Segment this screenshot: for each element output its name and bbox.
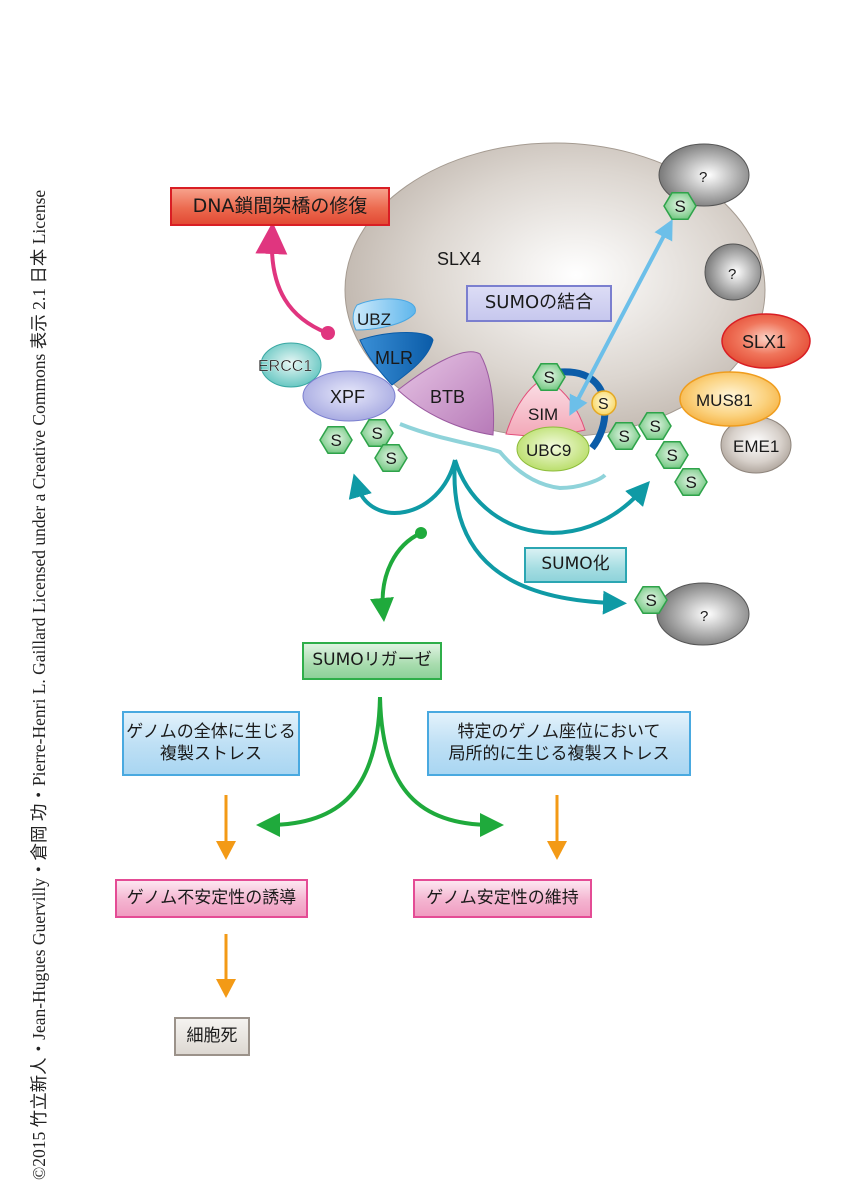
unknown-protein-bottom-label: ? bbox=[700, 608, 708, 625]
sumo-slx4-4-label: S bbox=[686, 473, 697, 492]
xpf-protein bbox=[302, 370, 396, 422]
sumo-ligase-arrow bbox=[370, 531, 422, 622]
unknown-protein-top bbox=[658, 143, 750, 207]
sumo-ligase-label: SUMOリガーゼ bbox=[312, 650, 432, 671]
sim-label: SIM bbox=[528, 405, 558, 424]
sumo-slx4-1 bbox=[607, 422, 641, 450]
sumo-binding-box: SUMOの結合 bbox=[466, 285, 612, 322]
sumo-on-unknown-bottom bbox=[634, 586, 668, 614]
sumo-yellow-label: S bbox=[598, 396, 609, 413]
ubz-domain bbox=[352, 298, 416, 331]
genome-instability-label: ゲノム不安定性の誘導 bbox=[126, 887, 297, 908]
sumo-on-unknown-bottom-label: S bbox=[646, 591, 657, 610]
global-stress-box: ゲノムの全体に生じる 複製ストレス bbox=[122, 711, 300, 776]
stability-arrowhead bbox=[547, 841, 567, 860]
global-stress-arrow bbox=[256, 696, 382, 837]
ubc9-label: UBC9 bbox=[526, 441, 571, 460]
mlr-domain bbox=[359, 332, 434, 386]
unknown-protein-bottom bbox=[656, 582, 750, 646]
sumo-binding-label: SUMOの結合 bbox=[484, 292, 594, 314]
icl-repair-arrow-origin bbox=[321, 326, 335, 340]
genome-stability-box: ゲノム安定性の維持 bbox=[413, 879, 592, 918]
cell-death-box: 細胞死 bbox=[174, 1017, 250, 1056]
unknown-protein-middle bbox=[704, 243, 762, 301]
local-stress-line1: 特定のゲノム座位において bbox=[457, 722, 661, 743]
xpf-label: XPF bbox=[330, 387, 365, 407]
sumo-on-sim-label: S bbox=[544, 368, 555, 387]
sumo-slx4-2 bbox=[638, 412, 672, 440]
sumo-xpf-2-label: S bbox=[372, 424, 383, 443]
local-stress-box: 特定のゲノム座位において 局所的に生じる複製ストレス bbox=[427, 711, 691, 776]
sumo-on-sim bbox=[532, 363, 566, 391]
global-stress-line1: ゲノムの全体に生じる bbox=[126, 722, 296, 743]
btb-domain bbox=[397, 351, 495, 436]
sumo-on-unknown-top-label: S bbox=[675, 197, 686, 216]
local-stress-line2: 局所的に生じる複製ストレス bbox=[448, 743, 670, 764]
sumoylation-arrow-unknown bbox=[452, 459, 627, 615]
icl-repair-arrow bbox=[255, 222, 328, 335]
sumo-on-unknown-top bbox=[663, 192, 697, 220]
mus81-protein bbox=[679, 371, 781, 427]
cell-death-arrowhead bbox=[216, 979, 236, 998]
icl-repair-box: DNA鎖間架橋の修復 bbox=[170, 187, 390, 226]
mlr-label: MLR bbox=[375, 348, 413, 368]
sumoylation-label: SUMO化 bbox=[541, 554, 610, 575]
sumo-ligase-arrow-origin bbox=[415, 527, 427, 539]
local-stress-arrow bbox=[378, 696, 504, 837]
sumo-slx4-1-label: S bbox=[619, 427, 630, 446]
ubz-label: UBZ bbox=[357, 310, 391, 329]
ubc9-protein bbox=[516, 426, 590, 472]
sumo-binding-arrow bbox=[569, 219, 673, 416]
sumoylation-arrow-slx4 bbox=[453, 459, 650, 535]
sumoylation-box: SUMO化 bbox=[524, 547, 627, 583]
sumo-xpf-3 bbox=[374, 444, 408, 472]
sumo-slx4-4 bbox=[674, 468, 708, 496]
slx4-interaction-arc bbox=[399, 422, 607, 491]
slx1-label: SLX1 bbox=[742, 332, 786, 352]
sumo-ligase-box: SUMOリガーゼ bbox=[302, 642, 442, 680]
instability-arrowhead bbox=[216, 841, 236, 860]
genome-stability-label: ゲノム安定性の維持 bbox=[426, 887, 579, 908]
sumoylation-arrow-xpf bbox=[348, 459, 457, 515]
sumo-xpf-1 bbox=[319, 426, 353, 454]
icl-repair-label: DNA鎖間架橋の修復 bbox=[192, 194, 368, 217]
eme1-label: EME1 bbox=[733, 437, 779, 456]
slx4-label: SLX4 bbox=[437, 249, 481, 269]
unknown-protein-middle-label: ? bbox=[728, 266, 736, 283]
mus81-label: MUS81 bbox=[696, 391, 753, 410]
sumo-slx4-3 bbox=[655, 441, 689, 469]
ercc1-protein bbox=[260, 342, 322, 388]
ercc1-label: ERCC1 bbox=[258, 358, 312, 375]
unknown-protein-top-label: ? bbox=[699, 169, 707, 186]
sumo-slx4-3-label: S bbox=[667, 446, 678, 465]
btb-label: BTB bbox=[430, 387, 465, 407]
slx1-protein bbox=[721, 313, 811, 369]
cell-death-label: 細胞死 bbox=[186, 1025, 238, 1046]
genome-instability-box: ゲノム不安定性の誘導 bbox=[115, 879, 308, 918]
sumo-xpf-1-label: S bbox=[331, 431, 342, 450]
sumo-xpf-3-label: S bbox=[386, 449, 397, 468]
global-stress-line2: 複製ストレス bbox=[160, 743, 262, 764]
sumo-slx4-2-label: S bbox=[650, 417, 661, 436]
